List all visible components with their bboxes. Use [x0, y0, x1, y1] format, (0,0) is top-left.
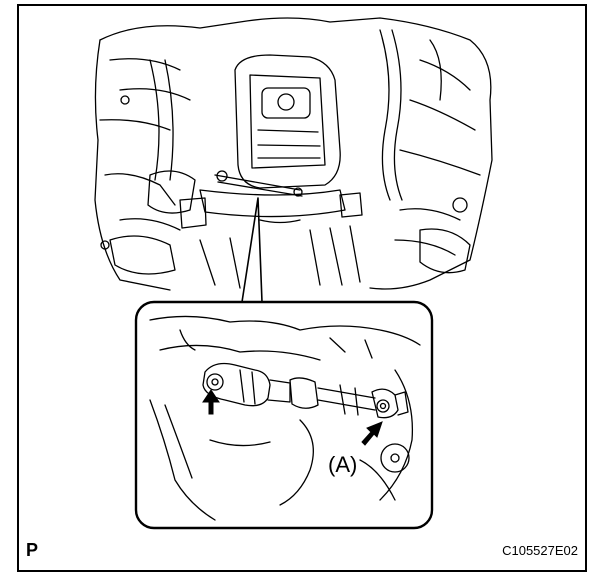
arrow-up-icon: [202, 389, 220, 415]
arrow-diagonal-icon: [361, 421, 383, 446]
figure-frame: [17, 4, 587, 572]
corner-letter: P: [26, 540, 39, 560]
figure-code: C105527E02: [502, 543, 578, 558]
vehicle-underbody: [94, 17, 493, 291]
callout-label-a: (A): [328, 452, 357, 477]
detail-illustration: [149, 315, 421, 521]
detail-callout-box: [134, 300, 434, 530]
